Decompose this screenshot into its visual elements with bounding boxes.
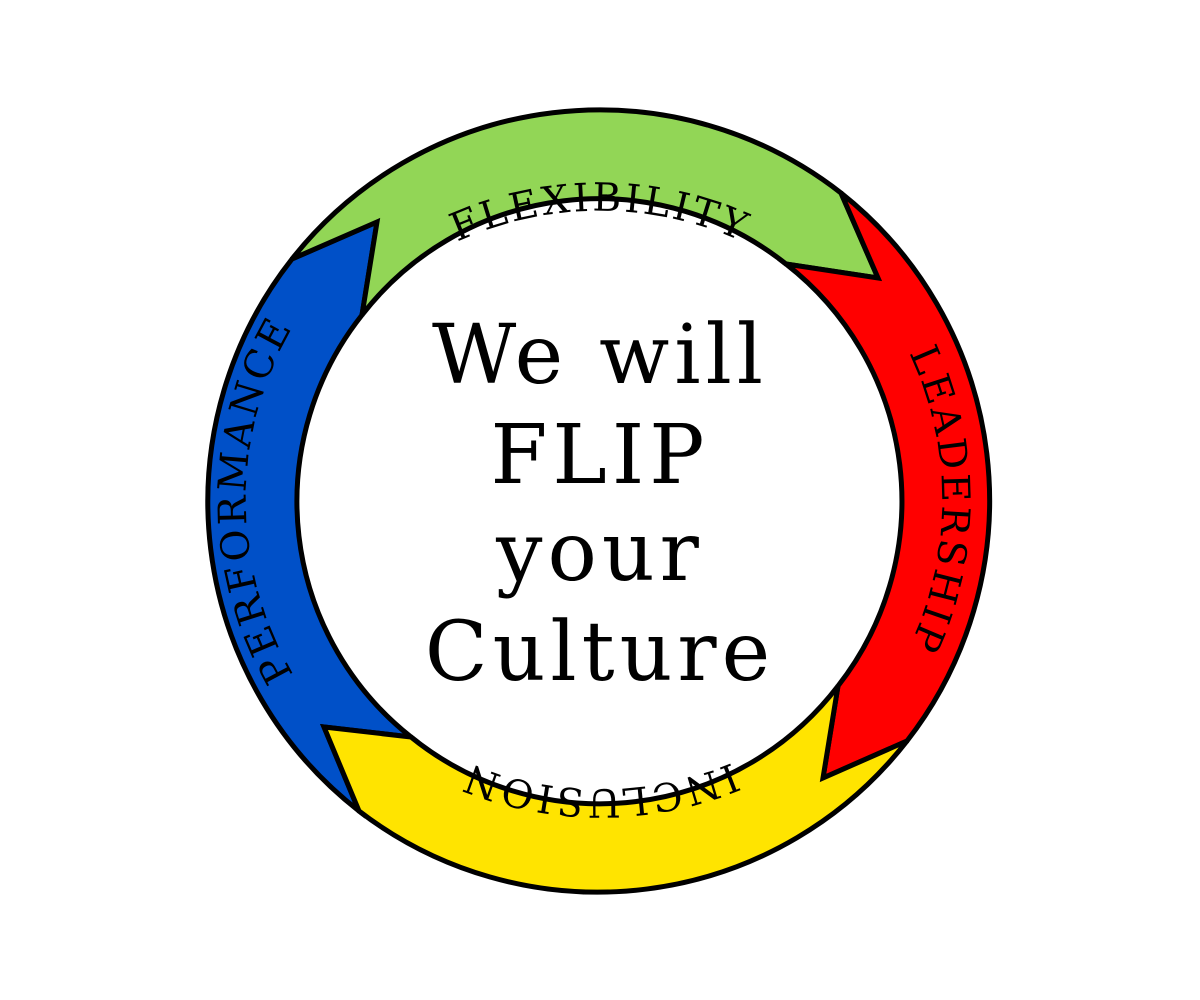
segment-inclusion (320, 684, 909, 895)
ring (205, 107, 993, 895)
center-line-1: We will (432, 308, 768, 403)
center-line-2: FLIP (491, 408, 710, 503)
center-line-4: Culture (425, 605, 775, 700)
center-line-3: your (495, 505, 704, 600)
center-message: We will FLIP your Culture (425, 308, 775, 700)
segment-leadership (776, 191, 993, 783)
segment-flexibility (290, 107, 883, 317)
